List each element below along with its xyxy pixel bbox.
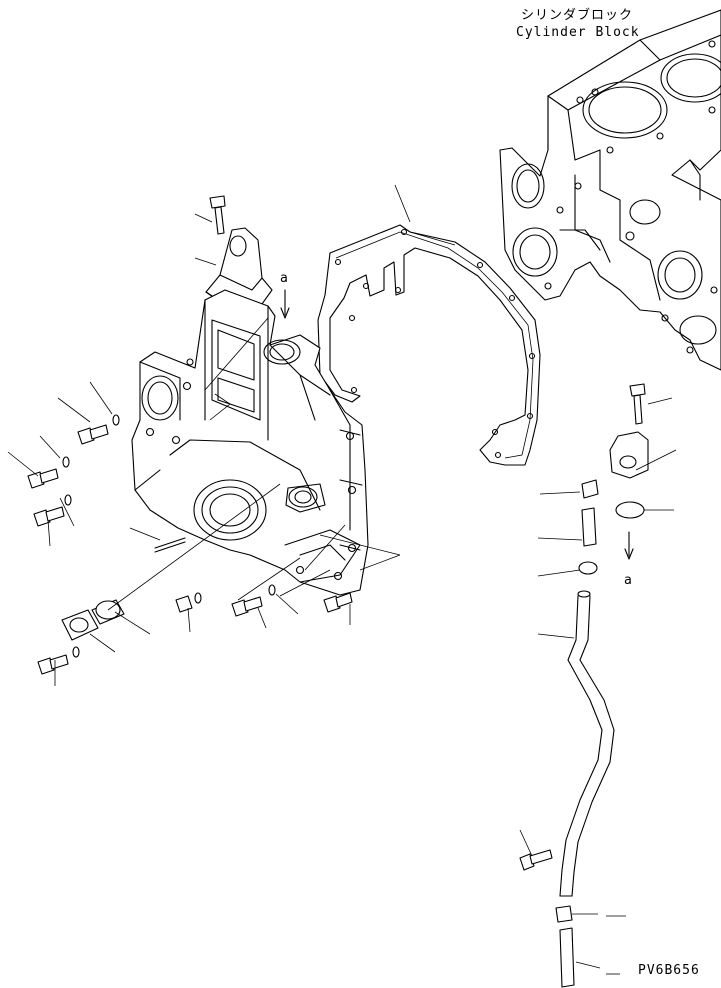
tube-bolt: [519, 849, 553, 871]
bolt-left-2: [27, 456, 70, 489]
block-label-english: Cylinder Block: [516, 25, 640, 40]
guide-seal: [615, 501, 645, 519]
front-cover-gasket: [317, 224, 541, 466]
bolt-bottom-3: [323, 592, 353, 613]
front-cover: [131, 289, 369, 596]
tube-clamp: [555, 905, 573, 923]
leader-lines: [7, 184, 677, 975]
guide-bracket: [609, 431, 649, 479]
dipstick-guide-tube: [559, 590, 615, 897]
bolt-cover: [37, 646, 80, 675]
drawing-code: PV6B656: [638, 963, 700, 978]
arrow-a-top: [280, 289, 290, 319]
bolt-bottom-2: [231, 584, 276, 617]
top-bolt: [209, 195, 226, 235]
dipstick: [559, 927, 575, 988]
block-label-japanese: シリンダブロック: [521, 7, 633, 23]
guide-bolt: [629, 383, 646, 425]
marker-a-top: a: [280, 271, 289, 286]
bolt-left-3: [33, 494, 72, 527]
arrow-a-right: [624, 531, 634, 560]
marker-a-right: a: [624, 573, 633, 588]
bolt-left-1: [77, 414, 120, 445]
cylinder-block: [499, 9, 721, 371]
guide-clip-1: [581, 479, 599, 499]
guide-tube-short: [581, 507, 597, 547]
dowel-pin: [154, 537, 186, 553]
guide-clip-2: [578, 561, 598, 575]
bolt-bottom-1: [175, 592, 202, 613]
